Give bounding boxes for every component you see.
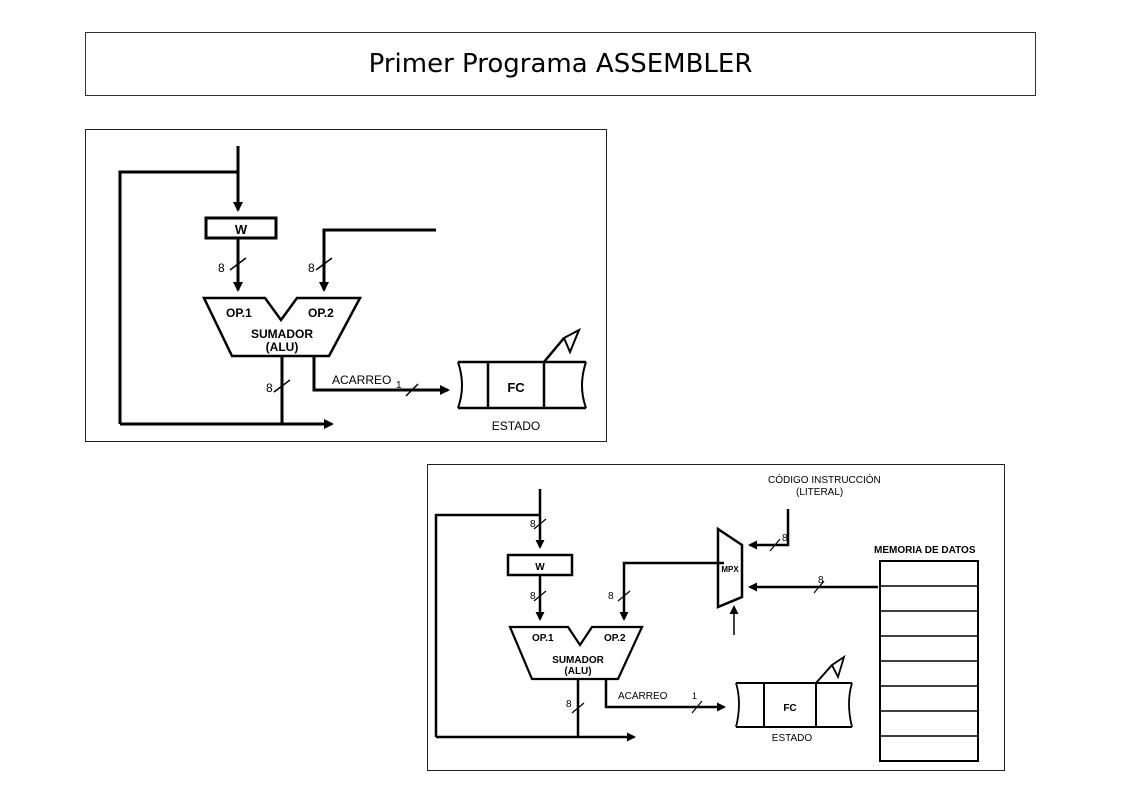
bus-slash	[533, 518, 547, 530]
feedback-loop	[434, 513, 540, 737]
slide-title: Primer Programa ASSEMBLER	[368, 49, 753, 79]
alu-sublabel: (ALU)	[564, 666, 591, 677]
register-w	[204, 216, 278, 240]
carry-line	[312, 356, 450, 395]
alu-diagram-basic: W 8 8 OP.1 OP.2 SUMADOR (ALU) ACARREO 8 …	[85, 129, 607, 442]
bus-slash	[533, 590, 547, 602]
alu-diagram-basic-svg: W 8 8 OP.1 OP.2 SUMADOR (ALU) ACARREO 8 …	[118, 146, 587, 433]
mux-shape	[716, 526, 744, 609]
alu-diagram-with-mux: W 8 8 8 OP.1 OP.2 SUMADOR (ALU) MPX CÓDI…	[427, 464, 1005, 771]
alu-shape	[202, 296, 363, 358]
data-memory-label: MEMORIA DE DATOS	[874, 545, 976, 556]
carry-label: ACARREO	[618, 691, 668, 702]
bus-width-label: 8	[308, 261, 315, 275]
bus-width-label: 8	[608, 591, 614, 602]
fc-label: FC	[507, 380, 525, 395]
alu-label: SUMADOR	[251, 327, 313, 341]
instruction-code-sublabel: (LITERAL)	[796, 487, 843, 498]
bus-width-label: 1	[692, 691, 697, 701]
instruction-code-label: CÓDIGO INSTRUCCIÓN	[768, 473, 881, 486]
carry-label: ACARREO	[332, 373, 391, 387]
fc-label: FC	[783, 703, 796, 714]
bus-slash	[229, 257, 247, 271]
mux-label: MPX	[721, 565, 739, 574]
bus-width-label: 8	[566, 699, 572, 710]
bus-width-label: 8	[818, 575, 824, 586]
flag-icon	[830, 654, 846, 680]
carry-line	[604, 679, 726, 712]
register-w-label: W	[535, 562, 545, 573]
bus-slash	[691, 700, 703, 714]
bus-slash	[617, 590, 631, 602]
bus-op2-input	[319, 228, 436, 292]
bus-width-label: 8	[530, 591, 536, 602]
flag-icon	[562, 327, 581, 355]
bus-slash	[813, 580, 825, 594]
alu-shape	[508, 625, 644, 681]
bus-width-label: 8	[266, 381, 273, 395]
bus-slash	[273, 379, 291, 393]
status-register-right-edge	[848, 682, 853, 728]
alu-label: SUMADOR	[552, 655, 604, 666]
status-label: ESTADO	[772, 733, 813, 744]
alu-sublabel: (ALU)	[266, 340, 299, 354]
op2-label: OP.2	[604, 633, 626, 644]
bus-slash	[769, 538, 781, 552]
slide-title-box: Primer Programa ASSEMBLER	[85, 32, 1036, 96]
bus-slash	[571, 702, 585, 714]
op1-label: OP.1	[226, 306, 252, 320]
alu-diagram-with-mux-svg: W 8 8 8 OP.1 OP.2 SUMADOR (ALU) MPX CÓDI…	[434, 473, 979, 762]
bus-slash	[315, 257, 333, 271]
register-w-label: W	[235, 222, 248, 237]
op2-label: OP.2	[308, 306, 334, 320]
status-register-left-edge	[457, 361, 463, 409]
bus-width-label: 8	[530, 519, 536, 530]
bus-literal	[748, 509, 790, 550]
feedback-loop	[118, 170, 238, 424]
bus-width-label: 1	[396, 380, 402, 391]
status-register-left-edge	[735, 682, 740, 728]
op1-label: OP.1	[532, 633, 554, 644]
status-label: ESTADO	[492, 419, 540, 433]
status-register-right-edge	[581, 361, 587, 409]
flag-pole	[543, 337, 565, 363]
bus-slash	[405, 383, 419, 397]
flag-pole	[815, 664, 833, 684]
bus-width-label: 8	[218, 261, 225, 275]
bus-width-label: 8	[782, 533, 788, 544]
bus-mux-to-op2	[619, 561, 724, 621]
